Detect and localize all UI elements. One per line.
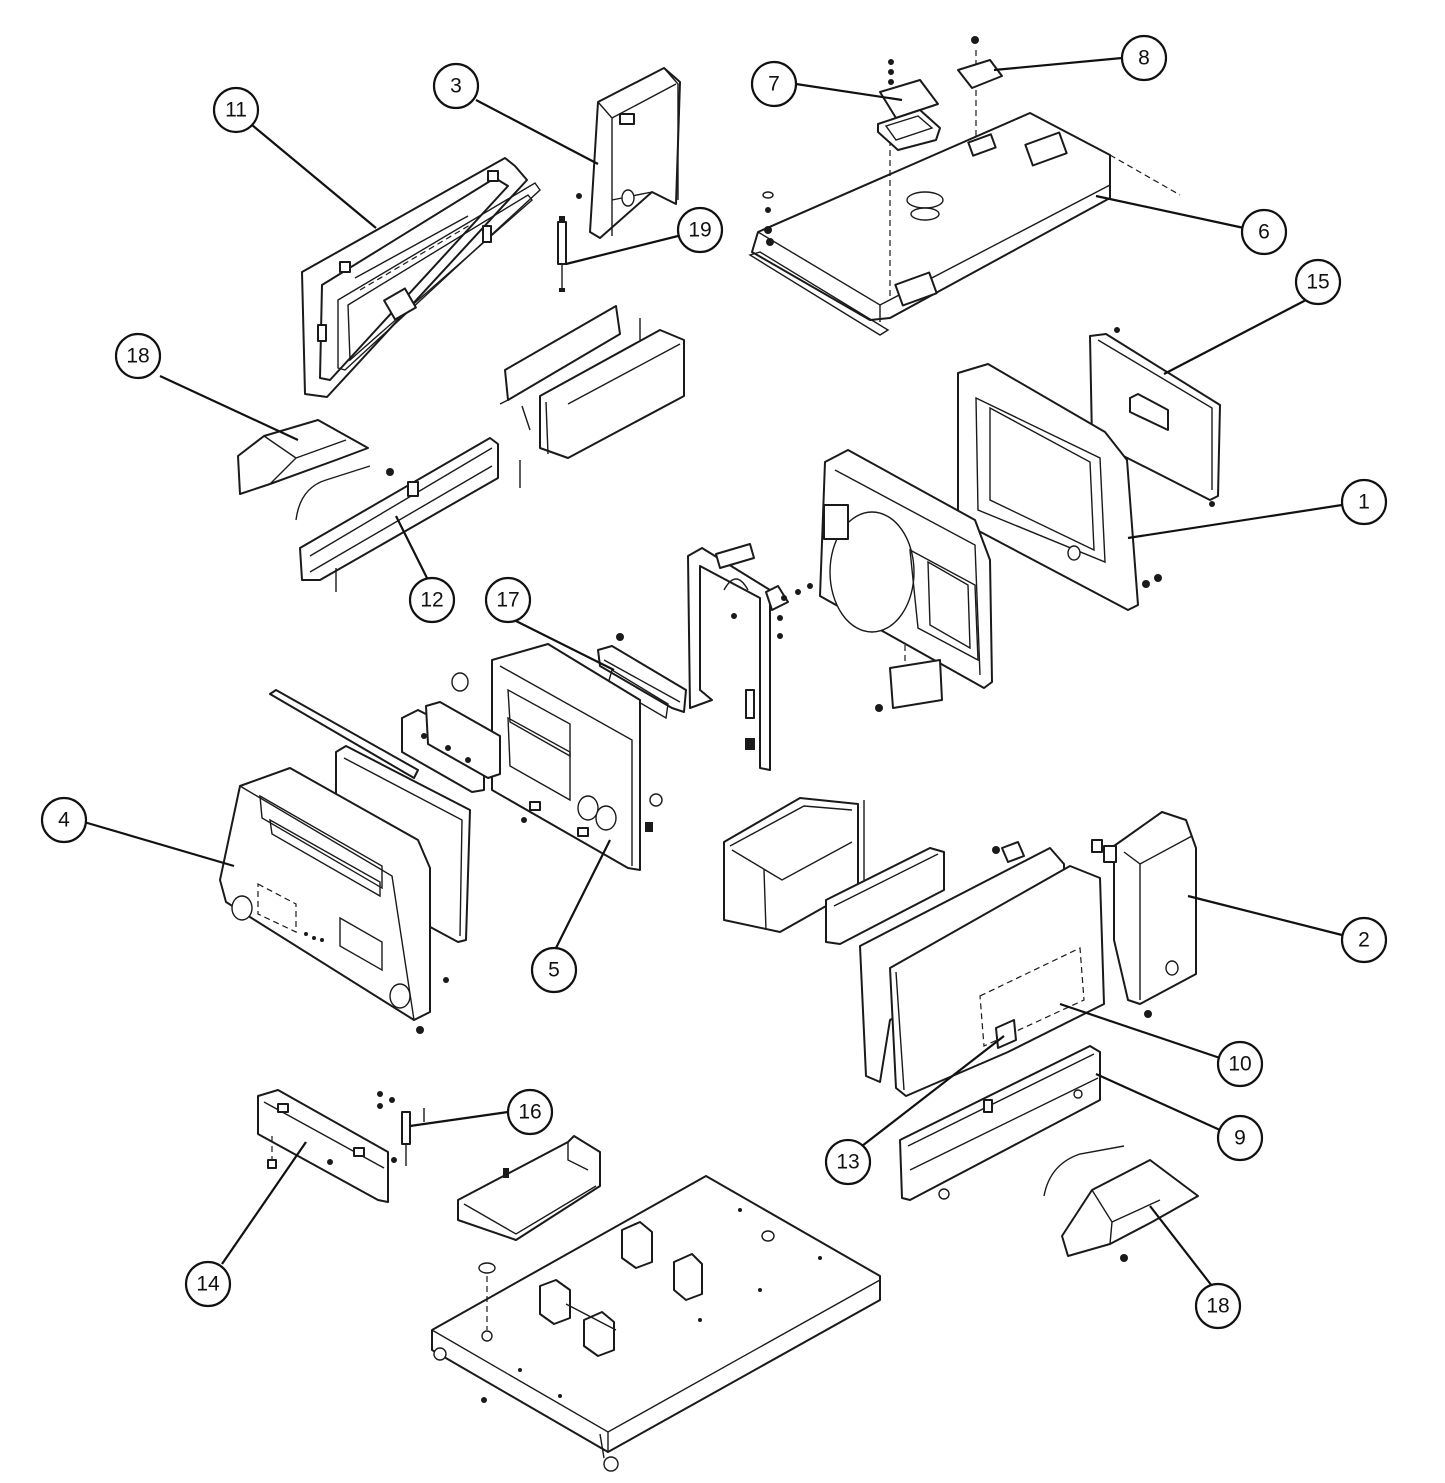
callout-18-upper: 18: [114, 332, 162, 380]
callout-16: 16: [506, 1088, 554, 1136]
leader-12: [395, 515, 429, 581]
callout-18b-label: 18: [1206, 1295, 1229, 1318]
callout-13-label: 13: [836, 1151, 859, 1174]
part-9-lower-rail: [899, 1045, 1101, 1201]
part-18-shroud-lower: [1043, 1145, 1199, 1262]
base-frame: [431, 1175, 881, 1472]
part-5-instrument-panel: [491, 643, 663, 871]
callout-13: 13: [824, 1138, 872, 1186]
callout-2: 2: [1340, 916, 1388, 964]
control-display-assembly: [401, 672, 501, 793]
callout-1-label: 1: [1358, 491, 1370, 514]
part-14-front-trim: [257, 1089, 389, 1203]
callout-8-label: 8: [1138, 47, 1150, 70]
duct-box-upper: [519, 318, 685, 488]
callout-7-label: 7: [768, 73, 780, 96]
leader-14: [221, 1141, 307, 1265]
leader-lines: [83, 56, 1343, 1287]
callout-11-label: 11: [225, 99, 247, 122]
callout-15: 15: [1294, 258, 1342, 306]
leader-19: [565, 234, 679, 266]
center-upright-bracket: [687, 543, 813, 771]
part-11-door-frame: [301, 157, 541, 398]
callout-19-label: 19: [688, 219, 711, 242]
duct-piece-upper: [499, 305, 621, 431]
leader-10: [1059, 1002, 1221, 1060]
leader-4: [83, 820, 235, 868]
callout-17: 17: [484, 576, 532, 624]
callout-7: 7: [750, 60, 798, 108]
part-12-lower-rail: [299, 437, 499, 592]
leader-16: [409, 1110, 509, 1128]
callout-19: 19: [676, 206, 724, 254]
callout-16-label: 16: [518, 1101, 541, 1124]
leader-9: [1095, 1072, 1221, 1132]
callout-4: 4: [40, 796, 88, 844]
callout-18-lower: 18: [1194, 1282, 1242, 1330]
callout-3-label: 3: [450, 75, 462, 98]
callout-4-label: 4: [58, 809, 70, 832]
battery-bracket: [457, 1135, 601, 1241]
leader-8: [993, 56, 1123, 72]
callout-5-label: 5: [548, 959, 560, 982]
part-7-access-panel: [877, 59, 941, 151]
callout-1: 1: [1340, 478, 1388, 526]
callout-10: 10: [1216, 1040, 1264, 1088]
callout-18a-label: 18: [126, 345, 149, 368]
leader-18a: [159, 375, 299, 441]
part-8-cover-plate: [957, 36, 1003, 89]
leader-6: [1095, 194, 1245, 230]
callout-12-label: 12: [420, 589, 443, 612]
callout-9: 9: [1216, 1114, 1264, 1162]
part-19-gas-strut: [557, 216, 567, 292]
leader-15: [1163, 299, 1307, 375]
leader-3: [475, 99, 599, 165]
callout-17-label: 17: [496, 589, 519, 612]
leader-2: [1187, 894, 1343, 937]
part-18-shroud-upper: [237, 419, 394, 521]
callouts: 1 2 3 4 5 6 7 8: [40, 34, 1388, 1330]
leader-1: [1127, 503, 1343, 540]
callout-11: 11: [212, 86, 260, 134]
leader-11: [245, 119, 377, 229]
leader-7: [795, 82, 903, 102]
gasket-strip: [269, 689, 419, 779]
callout-8: 8: [1120, 34, 1168, 82]
part-6-top-cover: [748, 50, 1181, 336]
callout-15-label: 15: [1306, 271, 1329, 294]
leader-17: [513, 619, 615, 671]
part-2-side-cover: [1091, 811, 1197, 1018]
part-16-strut-hardware: [377, 1091, 425, 1166]
callout-2-label: 2: [1358, 929, 1370, 952]
part-10-side-panel: [859, 841, 1105, 1097]
part-4-front-panel: [219, 767, 449, 1034]
callout-12: 12: [408, 576, 456, 624]
callout-6: 6: [1240, 208, 1288, 256]
callout-14-label: 14: [196, 1273, 220, 1296]
callout-9-label: 9: [1234, 1127, 1246, 1150]
leader-5: [555, 839, 611, 949]
callout-3: 3: [432, 62, 480, 110]
part-1-rear-frame: [957, 363, 1162, 611]
leader-13: [861, 1035, 1005, 1147]
callout-5: 5: [530, 946, 578, 994]
leader-18b: [1149, 1205, 1213, 1287]
callout-14: 14: [184, 1260, 232, 1308]
part-3-side-trim: [576, 67, 681, 239]
angle-strip: [825, 847, 945, 945]
callout-10-label: 10: [1228, 1053, 1251, 1076]
part-17-bracket: [597, 633, 687, 720]
fan-shroud-assembly: [819, 449, 993, 712]
callout-6-label: 6: [1258, 221, 1270, 244]
duct-box-lower: [723, 797, 865, 933]
